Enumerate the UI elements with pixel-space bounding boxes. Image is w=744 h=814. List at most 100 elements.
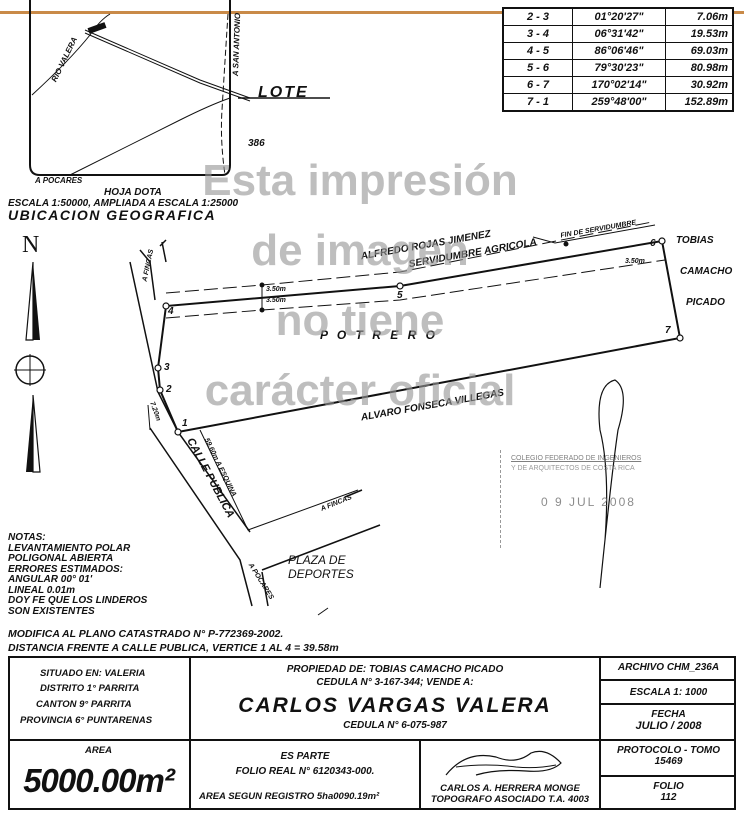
watermark-line-1: Esta impresión — [202, 156, 518, 205]
bearing-angle: 86°06'46" — [572, 42, 666, 60]
vertex-3-label: 3 — [164, 362, 170, 373]
lote-label: LOTE — [258, 84, 309, 101]
south-arrow-right — [32, 394, 41, 473]
vertex-6-marker — [658, 237, 666, 245]
ubicacion-title: UBICACION GEOGRAFICA — [8, 207, 217, 223]
provincia-label: PROVINCIA 6° PUNTARENAS — [20, 715, 153, 726]
bearing-angle: 259°48'00" — [572, 93, 666, 112]
plaza-label-1: PLAZA DE — [288, 553, 346, 567]
notes-line: ERRORES ESTIMADOS: — [8, 563, 124, 575]
signature-stroke — [598, 379, 624, 589]
fecha-cell: FECHA JULIO / 2008 — [600, 704, 736, 740]
protocolo-cell: PROTOCOLO - TOMO 15469 — [600, 740, 736, 776]
east-owner-1: TOBIAS — [676, 235, 714, 246]
esquina-line — [199, 429, 359, 531]
vertex-6-label: 6 — [650, 238, 656, 249]
stream-line — [69, 97, 231, 176]
folio-real-label: FOLIO REAL N° 6120343-000. — [235, 766, 375, 777]
es-parte-label: ES PARTE — [280, 751, 330, 762]
vertex-4-label: 4 — [168, 306, 174, 317]
stamp-date: 0 9 JUL 2008 — [541, 495, 636, 509]
escala-map-label: ESCALA 1:50000, AMPLIADA A ESCALA 1:2500… — [8, 198, 239, 209]
road-dashed — [220, 13, 229, 176]
location-map-frame — [29, 0, 231, 176]
modifica-note: MODIFICA AL PLANO CATASTRADO N° P-772369… — [8, 628, 284, 640]
buyer-cedula: CEDULA N° 6-075-987 — [343, 720, 447, 731]
servidumbre-south-line — [165, 259, 666, 319]
notes-title: NOTAS: — [8, 532, 46, 543]
protocolo-label: PROTOCOLO - TOMO — [617, 745, 720, 756]
fin-servidumbre-leader — [532, 224, 656, 244]
archivo-label: ARCHIVO CHM_236A — [600, 656, 736, 680]
width-label-1: 3.50m — [266, 286, 286, 293]
bearing-segment: 2 - 3 — [502, 7, 573, 26]
stamp-line-1: COLEGIO FEDERADO DE INGENIEROS — [511, 455, 642, 462]
bearing-distance: 152.89m — [665, 93, 734, 112]
topografo-signature — [445, 750, 562, 776]
vertex-4-marker — [162, 302, 170, 310]
folio-value: 112 — [660, 792, 677, 803]
watermark-line-2: de imagen — [251, 226, 469, 275]
distrito-label: DISTRITO 1° PARRITA — [40, 683, 140, 694]
notes-block: NOTAS: LEVANTAMIENTO POLAR POLIGONAL ABI… — [8, 532, 148, 617]
notes-line: POLIGONAL ABIERTA — [8, 553, 114, 564]
vertex-7-marker — [676, 334, 684, 342]
plaza-label-2: DEPORTES — [288, 567, 354, 581]
notes-line: LINEAL 0.01m — [8, 584, 76, 596]
topografo-name: CARLOS A. HERRERA MONGE — [440, 783, 580, 794]
folio-label: FOLIO — [653, 781, 684, 792]
hoja-label: HOJA DOTA — [104, 187, 162, 198]
vertex-1-marker — [174, 428, 182, 436]
notes-line: DOY FE QUE LOS LINDEROS — [8, 595, 148, 606]
map-number: 386 — [248, 138, 265, 149]
area-cell: AREA 5000.00m² — [8, 740, 190, 810]
bearing-segment: 6 - 7 — [502, 76, 573, 94]
title-block — [8, 656, 736, 810]
north-arrow-left — [25, 261, 34, 341]
vertex-7-label: 7 — [665, 325, 671, 336]
vertex-2-label: 2 — [166, 384, 172, 395]
area-label: AREA — [85, 745, 112, 756]
situado-cell: SITUADO EN: VALERIA DISTRITO 1° PARRITA … — [8, 656, 190, 740]
top-strip — [0, 0, 744, 11]
fincas-road — [261, 524, 381, 571]
area-value: 5000.00m² — [23, 762, 175, 799]
canton-label: CANTON 9° PARRITA — [36, 699, 132, 710]
vertex-1-label: 1 — [182, 418, 188, 429]
area-registro-label: AREA SEGUN REGISTRO 5ha0090.19m² — [199, 791, 380, 802]
escala-label: ESCALA 1: 1000 — [600, 680, 736, 704]
pocares-map-label: A POCARES — [35, 176, 83, 185]
servidumbre-north-line — [165, 221, 653, 294]
north-arrow-right — [33, 262, 40, 340]
notes-line: SON EXISTENTES — [8, 605, 95, 617]
propiedad-label: PROPIEDAD DE: TOBIAS CAMACHO PICADO — [286, 664, 504, 675]
vertex-5-marker — [396, 282, 404, 290]
east-owner-3: PICADO — [686, 297, 725, 308]
folio-cell: FOLIO 112 — [600, 776, 736, 810]
north-letter: N — [22, 232, 40, 258]
situado-label: SITUADO EN: VALERIA — [40, 668, 146, 679]
vertex-5-label: 5 — [397, 290, 403, 301]
width-label-3: 3.50m — [625, 258, 645, 265]
lote-marker — [87, 22, 107, 34]
colegio-stamp: COLEGIO FEDERADO DE INGENIEROS Y DE ARQU… — [500, 450, 671, 548]
bearing-angle: 06°31'42" — [572, 25, 666, 43]
width-label-2: 3.50m — [266, 297, 286, 304]
fecha-value: JULIO / 2008 — [635, 720, 702, 732]
watermark-line-3: no tiene — [275, 296, 445, 345]
south-arrow-left — [26, 395, 33, 472]
distancia-note: DISTANCIA FRENTE A CALLE PUBLICA, VERTIC… — [8, 642, 339, 654]
bearing-distance: 30.92m — [665, 76, 734, 94]
east-owner-2: CAMACHO — [680, 266, 733, 277]
bearing-angle: 170°02'14" — [572, 76, 666, 94]
topografo-cell: CARLOS A. HERRERA MONGE TOPOGRAFO ASOCIA… — [420, 740, 600, 810]
vertex-2-marker — [156, 386, 164, 394]
calle-publica-west-edge — [149, 427, 253, 607]
lot-boundary — [156, 239, 682, 434]
potrero-label: P O T R E R O — [320, 328, 438, 342]
